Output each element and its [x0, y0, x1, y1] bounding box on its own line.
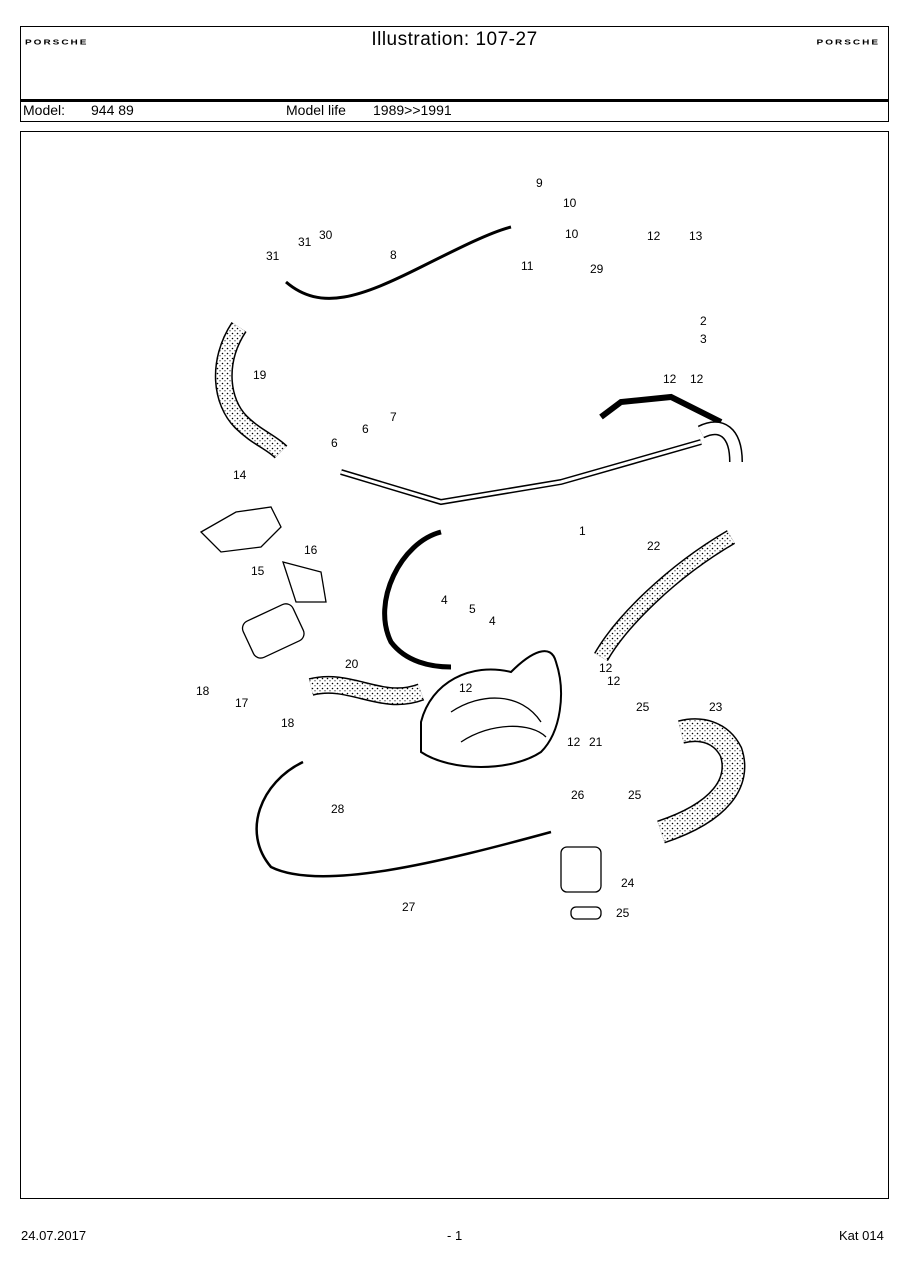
callout-25: 25 [628, 788, 642, 802]
valve-24 [560, 846, 602, 893]
callout-27: 27 [402, 900, 416, 914]
callout-12: 12 [607, 674, 621, 688]
callout-23: 23 [709, 700, 723, 714]
callout-12: 12 [567, 735, 581, 749]
callout-18: 18 [196, 684, 210, 698]
model-label: Model: [23, 102, 66, 118]
hose-23 [657, 718, 746, 844]
porsche-logo-right: PORSCHE [816, 38, 880, 47]
callout-7: 7 [390, 410, 397, 424]
footer-catalog: Kat 014 [839, 1228, 884, 1243]
callout-8: 8 [390, 248, 397, 262]
porsche-logo-left: PORSCHE [25, 38, 89, 47]
hose-lower [382, 529, 452, 670]
line-8 [285, 225, 512, 300]
intake-boot [420, 650, 562, 768]
model-bar: Model: 944 89 Model life 1989>>1991 [20, 102, 889, 122]
callout-22: 22 [647, 539, 661, 553]
callout-24: 24 [621, 876, 635, 890]
callout-26: 26 [571, 788, 585, 802]
callout-31: 31 [298, 235, 312, 249]
callout-3: 3 [700, 332, 707, 346]
part-16 [282, 561, 327, 603]
hose-19 [214, 322, 288, 459]
callout-1: 1 [579, 524, 586, 538]
footer-date: 24.07.2017 [21, 1228, 87, 1243]
callout-4: 4 [441, 593, 448, 607]
footer-page: - 1 [447, 1228, 463, 1243]
callout-19: 19 [253, 368, 267, 382]
header-divider [20, 99, 889, 102]
line-27 [255, 760, 552, 878]
page-title: Illustration: 107-27 [371, 29, 538, 50]
callout-18: 18 [281, 716, 295, 730]
header-box: PORSCHE Illustration: 107-27 PORSCHE [20, 26, 889, 100]
callout-29: 29 [590, 262, 604, 276]
callout-14: 14 [233, 468, 247, 482]
callout-11: 11 [521, 259, 534, 273]
valve-17 [241, 603, 305, 659]
callout-20: 20 [345, 657, 359, 671]
callout-12: 12 [663, 372, 677, 386]
callout-12: 12 [599, 661, 613, 675]
hose-20 [308, 675, 425, 706]
bracket-14 [199, 506, 282, 553]
callout-10: 10 [565, 227, 579, 241]
model-life-label: Model life [286, 102, 346, 118]
callout-9: 9 [536, 176, 543, 190]
callout-12: 12 [690, 372, 704, 386]
callout-21: 21 [589, 735, 603, 749]
callout-16: 16 [304, 543, 318, 557]
callout-6: 6 [331, 436, 338, 450]
callout-25: 25 [636, 700, 650, 714]
callout-30: 30 [319, 228, 333, 242]
callout-6: 6 [362, 422, 369, 436]
callout-12: 12 [459, 681, 473, 695]
pipe-1 [340, 439, 702, 506]
callout-10: 10 [563, 196, 577, 210]
callout-25: 25 [616, 906, 630, 920]
callout-4: 4 [489, 614, 496, 628]
callout-31: 31 [266, 249, 280, 263]
hose-upper [599, 393, 723, 425]
callout-12: 12 [647, 229, 661, 243]
hose-22 [594, 530, 736, 662]
model-value: 944 89 [91, 102, 134, 118]
callout-17: 17 [235, 696, 249, 710]
model-life-value: 1989>>1991 [373, 102, 452, 118]
callout-28: 28 [331, 802, 345, 816]
callout-13: 13 [689, 229, 703, 243]
callout-5: 5 [469, 602, 476, 616]
callout-15: 15 [251, 564, 265, 578]
callout-2: 2 [700, 314, 707, 328]
